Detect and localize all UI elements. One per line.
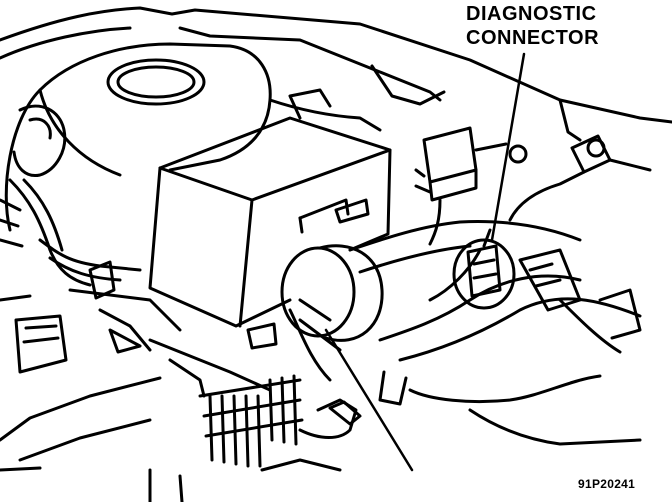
lower-left-panel bbox=[0, 376, 184, 502]
small-relay bbox=[414, 126, 528, 246]
relay-box bbox=[148, 88, 392, 328]
callout-line2: CONNECTOR bbox=[466, 27, 600, 49]
diagnostic-connector bbox=[452, 228, 516, 310]
left-hoses bbox=[0, 104, 142, 374]
ground-bracket bbox=[508, 134, 652, 222]
canister-leader bbox=[324, 328, 414, 472]
lower-harness bbox=[198, 374, 362, 472]
callout-label: DIAGNOSTIC CONNECTOR bbox=[466, 2, 599, 50]
callout-line1: DIAGNOSTIC bbox=[466, 3, 597, 25]
canister bbox=[246, 244, 384, 382]
right-harness bbox=[348, 220, 642, 446]
callout-leader bbox=[490, 52, 526, 242]
figure-id: 91P20241 bbox=[578, 477, 636, 491]
air-cleaner-housing bbox=[4, 42, 382, 232]
hood-edge bbox=[0, 6, 672, 142]
lower-left-clips bbox=[68, 260, 272, 398]
